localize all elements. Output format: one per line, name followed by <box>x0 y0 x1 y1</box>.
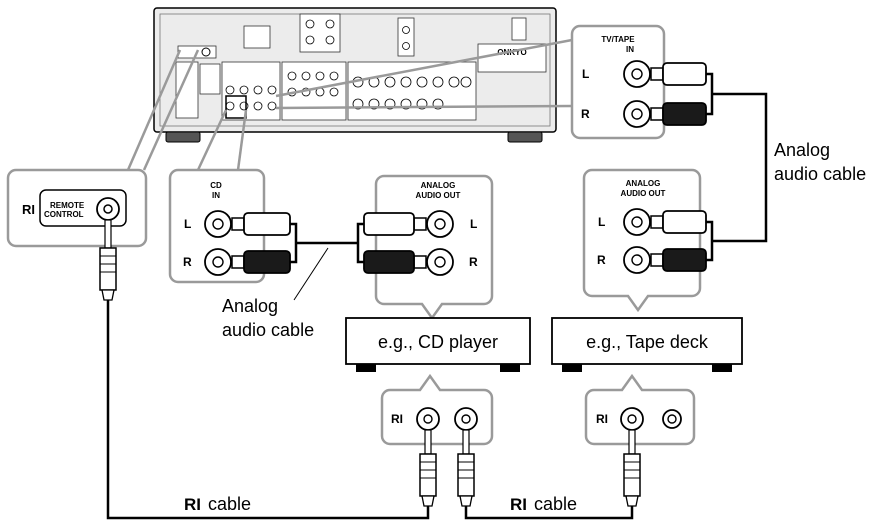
tv-tape-label: TV/TAPE <box>601 35 635 44</box>
analog-cables <box>290 72 768 264</box>
tape-deck-analog-out-callout: ANALOG AUDIO OUT L R <box>582 168 702 313</box>
tape-deck-device: e.g., Tape deck <box>551 317 743 372</box>
tape-out-left-label: L <box>598 215 605 229</box>
analog-label-leader <box>293 247 329 301</box>
analog-cable-right-line2: audio cable <box>774 164 866 184</box>
tv-tape-in-callout: TV/TAPE IN L R <box>570 24 666 140</box>
cd-ri-logo: RI <box>391 412 403 426</box>
analog-cable-right-line1: Analog <box>774 140 830 160</box>
tape-deck-ri-callout: RI <box>584 373 696 446</box>
analog-cable-left-line1: Analog <box>222 296 278 316</box>
cd-player-device: e.g., CD player <box>345 317 531 372</box>
remote-label-line2: CONTROL <box>44 210 84 219</box>
ri-logo: RI <box>22 202 35 217</box>
cd-analog-label: ANALOG <box>421 181 456 190</box>
ri-cable-right-label: cable <box>534 494 577 514</box>
cd-right-label: R <box>183 255 192 269</box>
tv-tape-in-label: IN <box>626 45 634 54</box>
cd-audio-out-label: AUDIO OUT <box>416 191 461 200</box>
cd-label: CD <box>210 181 222 190</box>
ri-cable-right-symbol: RI <box>510 495 527 514</box>
analog-cable-left-line2: audio cable <box>222 320 314 340</box>
cd-out-right-label: R <box>469 255 478 269</box>
tape-out-right-label: R <box>597 253 606 267</box>
mini-plugs <box>99 219 641 507</box>
remote-control-callout: RI REMOTE CONTROL <box>6 168 148 248</box>
tape-left-label: L <box>582 67 589 81</box>
cd-in-callout: CD IN L R <box>168 168 266 284</box>
receiver-back-panel: ONKYO <box>153 7 557 143</box>
cd-player-ri-callout: RI <box>380 373 494 446</box>
callout-leaders <box>126 38 573 171</box>
ri-cables <box>106 300 634 520</box>
tape-deck-label: e.g., Tape deck <box>586 332 709 352</box>
tape-ri-logo: RI <box>596 412 608 426</box>
tape-right-label: R <box>581 107 590 121</box>
in-label: IN <box>212 191 220 200</box>
cd-player-label: e.g., CD player <box>378 332 498 352</box>
cd-player-analog-out-callout: ANALOG AUDIO OUT L R <box>374 174 494 321</box>
ri-cable-left-label: cable <box>208 494 251 514</box>
ri-cable-left-symbol: RI <box>184 495 201 514</box>
rca-plugs <box>231 62 707 274</box>
remote-label-line1: REMOTE <box>50 201 85 210</box>
tape-analog-label: ANALOG <box>626 179 661 188</box>
tape-audio-out-label: AUDIO OUT <box>621 189 666 198</box>
cd-left-label: L <box>184 217 191 231</box>
cd-out-left-label: L <box>470 217 477 231</box>
